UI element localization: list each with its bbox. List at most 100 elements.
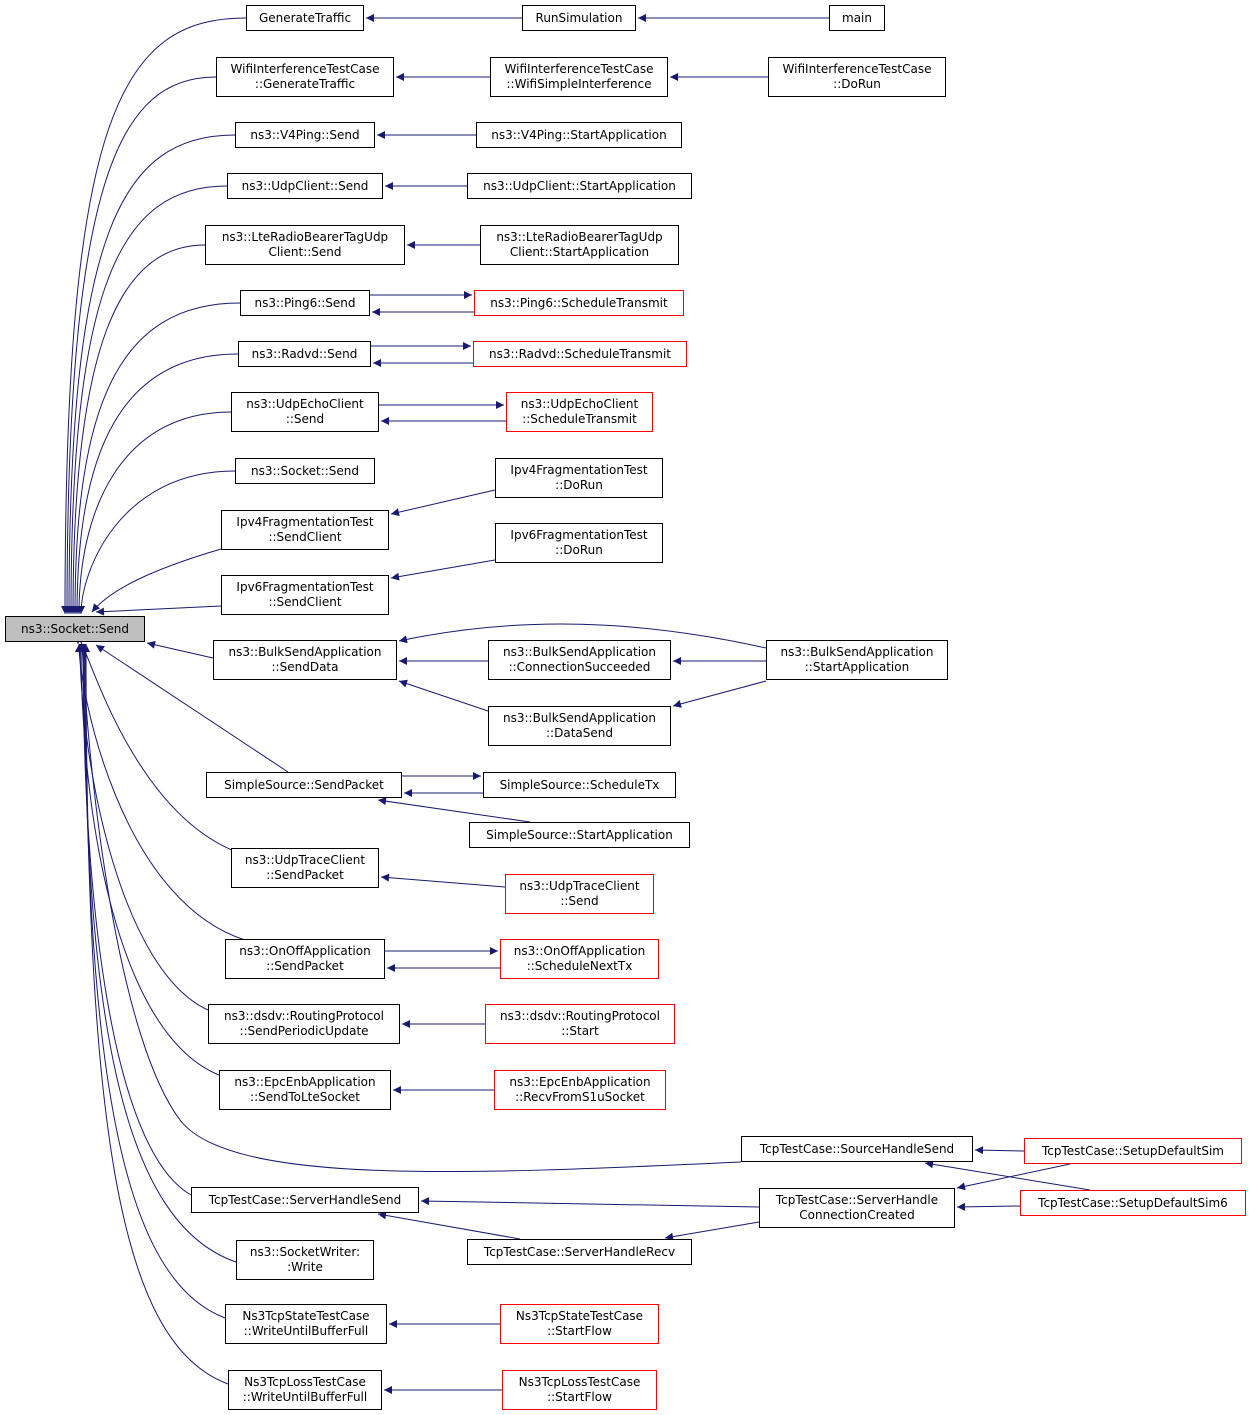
node-ipv6-dorun[interactable]: Ipv6FragmentationTest::DoRun xyxy=(495,523,663,563)
node-label-line: ::SendClient xyxy=(268,595,342,609)
edge-to-root-v4ping-send xyxy=(65,134,236,615)
node-run-simulation[interactable]: RunSimulation xyxy=(522,5,636,31)
node-label-line: ns3::UdpTraceClient xyxy=(244,853,366,867)
node-label-line: TcpTestCase::ServerHandle xyxy=(775,1193,939,1207)
edge-to-root-generate-traffic xyxy=(61,17,247,615)
node-bulk-start[interactable]: ns3::BulkSendApplication::StartApplicati… xyxy=(766,640,948,680)
node-label-line: ::StartApplication xyxy=(804,660,910,674)
node-v4ping-start[interactable]: ns3::V4Ping::StartApplication xyxy=(476,122,682,148)
edge-to-root-bulk-senddata xyxy=(146,640,214,659)
node-label-line: ::ScheduleTransmit xyxy=(522,412,637,426)
node-ping6-send[interactable]: ns3::Ping6::Send xyxy=(240,290,370,316)
node-label-line: ns3::UdpClient::Send xyxy=(241,178,369,193)
node-dsdv-start[interactable]: ns3::dsdv::RoutingProtocol::Start xyxy=(485,1004,675,1044)
node-label-line: ns3::Socket::Send xyxy=(20,621,130,636)
edge-tcpsetup6-to-sourcehandle xyxy=(924,1160,1091,1191)
node-bulk-connsucc[interactable]: ns3::BulkSendApplication::ConnectionSucc… xyxy=(488,640,671,680)
node-onoff-sendpacket[interactable]: ns3::OnOffApplication::SendPacket xyxy=(225,939,385,979)
node-wifi-simple[interactable]: WifiInterferenceTestCase::WifiSimpleInte… xyxy=(490,57,668,97)
node-label-line: Ipv6FragmentationTest xyxy=(236,580,374,594)
node-udpecho-sched[interactable]: ns3::UdpEchoClient::ScheduleTransmit xyxy=(506,392,653,432)
edge-tcpsetup-to-sourcehandle xyxy=(974,1146,1025,1155)
node-label-line: ns3::SocketWriter: xyxy=(249,1245,361,1259)
node-label-line: ns3::dsdv::RoutingProtocol xyxy=(224,1009,384,1023)
node-label-line: Ns3TcpStateTestCase xyxy=(515,1309,644,1323)
node-ipv4-sendclient[interactable]: Ipv4FragmentationTest::SendClient xyxy=(221,510,389,550)
node-epc-recv[interactable]: ns3::EpcEnbApplication::RecvFromS1uSocke… xyxy=(494,1070,666,1110)
node-ping6-sched[interactable]: ns3::Ping6::ScheduleTransmit xyxy=(474,290,684,316)
node-onoff-schednext[interactable]: ns3::OnOffApplication::ScheduleNextTx xyxy=(500,939,659,979)
node-label-line: ns3::UdpTraceClient xyxy=(519,879,640,893)
node-generate-traffic[interactable]: GenerateTraffic xyxy=(246,5,364,31)
node-label-line: ::GenerateTraffic xyxy=(254,77,356,91)
node-simple-start[interactable]: SimpleSource::StartApplication xyxy=(469,822,690,848)
node-label-line: SimpleSource::ScheduleTx xyxy=(499,777,660,792)
node-label-line: ns3::V4Ping::StartApplication xyxy=(491,127,667,142)
edge-bulkdatasend-to-bulksenddata xyxy=(398,679,489,712)
node-tcp-serverhandlesend[interactable]: TcpTestCase::ServerHandleSend xyxy=(191,1187,419,1213)
edge-tcpsetup-to-serverconn xyxy=(956,1163,1071,1191)
node-ns3tcploss-write[interactable]: Ns3TcpLossTestCase::WriteUntilBufferFull xyxy=(228,1370,382,1410)
node-label-line: ns3::UdpClient::StartApplication xyxy=(483,178,676,193)
node-v4ping-send[interactable]: ns3::V4Ping::Send xyxy=(235,122,375,148)
node-label-line: ::SendPacket xyxy=(266,959,344,973)
node-ns3tcpstate-start[interactable]: Ns3TcpStateTestCase::StartFlow xyxy=(500,1304,659,1344)
node-label-line: ::DataSend xyxy=(546,726,613,740)
node-label-line: Ns3TcpLossTestCase xyxy=(244,1375,366,1389)
node-socket-send[interactable]: ns3::Socket::Send xyxy=(235,458,375,484)
edge-ipv4dorun-to-ipv4sendclient xyxy=(390,489,496,517)
node-tcp-setup[interactable]: TcpTestCase::SetupDefaultSim xyxy=(1024,1138,1242,1164)
node-label-line: ::DoRun xyxy=(555,478,603,492)
node-wifi-dorun[interactable]: WifiInterferenceTestCase::DoRun xyxy=(768,57,946,97)
node-label-line: Ipv4FragmentationTest xyxy=(236,515,374,529)
node-label-line: SimpleSource::SendPacket xyxy=(224,777,384,792)
node-tcp-serverrecv[interactable]: TcpTestCase::ServerHandleRecv xyxy=(467,1239,692,1265)
node-label-line: TcpTestCase::SetupDefaultSim6 xyxy=(1038,1195,1228,1210)
node-label-line: ns3::Socket::Send xyxy=(250,463,360,478)
edge-ipv6dorun-to-ipv6sendclient xyxy=(390,559,496,581)
node-label-line: ns3::BulkSendApplication xyxy=(503,645,656,659)
node-label-line: TcpTestCase::ServerHandleSend xyxy=(208,1192,402,1207)
node-udptrace-sendpacket[interactable]: ns3::UdpTraceClient::SendPacket xyxy=(231,848,379,888)
node-radvd-send[interactable]: ns3::Radvd::Send xyxy=(238,341,371,367)
node-label-line: ns3::UdpEchoClient xyxy=(520,397,639,411)
edge-simplestart-to-simplesendpacket xyxy=(377,797,531,823)
node-tcp-sourcehandle[interactable]: TcpTestCase::SourceHandleSend xyxy=(741,1136,973,1162)
node-ipv6-sendclient[interactable]: Ipv6FragmentationTest::SendClient xyxy=(221,575,389,615)
node-simple-schedtx[interactable]: SimpleSource::ScheduleTx xyxy=(483,772,676,798)
node-label-line: ns3::EpcEnbApplication xyxy=(234,1075,376,1089)
node-epc-sendto[interactable]: ns3::EpcEnbApplication::SendToLteSocket xyxy=(219,1070,391,1110)
node-udpecho-send[interactable]: ns3::UdpEchoClient::Send xyxy=(231,392,379,432)
node-main[interactable]: main xyxy=(829,5,885,31)
node-udpclient-send[interactable]: ns3::UdpClient::Send xyxy=(227,173,383,199)
node-simple-sendpacket[interactable]: SimpleSource::SendPacket xyxy=(206,772,402,798)
node-label-line: ::WifiSimpleInterference xyxy=(506,77,652,91)
node-label-line: ns3::BulkSendApplication xyxy=(503,711,656,725)
node-label-line: ns3::Ping6::ScheduleTransmit xyxy=(490,295,668,310)
node-bulk-datasend[interactable]: ns3::BulkSendApplication::DataSend xyxy=(488,706,671,746)
node-label-line: main xyxy=(842,10,872,25)
node-label-line: ns3::OnOffApplication xyxy=(513,944,646,958)
node-ipv4-dorun[interactable]: Ipv4FragmentationTest::DoRun xyxy=(495,458,663,498)
node-label-line: ns3::Radvd::ScheduleTransmit xyxy=(488,346,671,361)
edge-to-root-ns3tcpstate-write xyxy=(81,643,226,1319)
edge-to-root-epc-sendto xyxy=(77,643,220,1076)
node-dsdv-sendperiodic[interactable]: ns3::dsdv::RoutingProtocol::SendPeriodic… xyxy=(208,1004,400,1044)
node-ns3tcpstate-write[interactable]: Ns3TcpStateTestCase::WriteUntilBufferFul… xyxy=(225,1304,387,1344)
node-udptrace-send[interactable]: ns3::UdpTraceClient::Send xyxy=(505,874,654,914)
node-radvd-sched[interactable]: ns3::Radvd::ScheduleTransmit xyxy=(473,341,687,367)
node-socketwriter[interactable]: ns3::SocketWriter::Write xyxy=(236,1240,374,1280)
node-ns3tcploss-start[interactable]: Ns3TcpLossTestCase::StartFlow xyxy=(502,1370,657,1410)
node-label-line: ::Start xyxy=(561,1024,599,1038)
node-label-line: Client::Send xyxy=(268,245,342,259)
node-wifi-gen[interactable]: WifiInterferenceTestCase::GenerateTraffi… xyxy=(216,57,394,97)
node-root[interactable]: ns3::Socket::Send xyxy=(5,616,145,642)
node-bulk-senddata[interactable]: ns3::BulkSendApplication::SendData xyxy=(213,640,397,680)
edge-to-root-ipv6-sendclient xyxy=(95,605,222,616)
node-label-line: WifiInterferenceTestCase xyxy=(230,62,380,76)
node-udpclient-start[interactable]: ns3::UdpClient::StartApplication xyxy=(467,173,692,199)
node-tcp-setup6[interactable]: TcpTestCase::SetupDefaultSim6 xyxy=(1020,1190,1246,1216)
